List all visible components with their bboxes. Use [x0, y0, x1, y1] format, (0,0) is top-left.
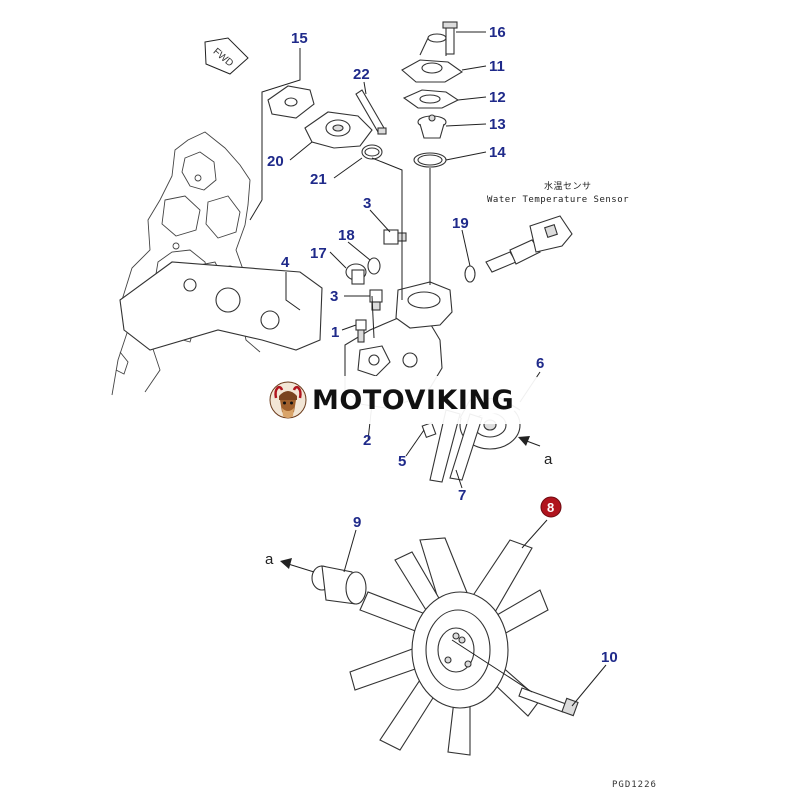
sensor-label-jp: 水温センサ [544, 180, 592, 192]
callout-4: 4 [281, 254, 290, 271]
callout-15: 15 [291, 30, 308, 47]
callout-18: 18 [338, 227, 355, 244]
part-11-cover [401, 33, 464, 83]
part-12-gasket [402, 89, 460, 109]
callout-17: 17 [310, 245, 327, 262]
water-temperature-sensor: 水温センサ Water Temperature Sensor [485, 180, 629, 273]
callout-8: 8 [547, 500, 554, 515]
part-20-housing [304, 111, 373, 149]
callout-3-lower: 3 [330, 288, 338, 305]
part-14-ring [413, 152, 447, 168]
callout-19: 19 [452, 215, 469, 232]
arrow-a-right: a [518, 436, 553, 468]
callout-11: 11 [489, 58, 505, 75]
callout-14: 14 [489, 144, 506, 161]
callout-3-upper: 3 [363, 195, 371, 212]
callout-21: 21 [310, 171, 327, 188]
fwd-arrow-icon: FWD [204, 37, 249, 75]
callout-8-highlight [540, 496, 562, 518]
callout-2: 2 [363, 432, 371, 449]
callout-numbers: 15 16 11 12 13 14 22 20 21 3 18 17 4 3 1… [267, 24, 618, 666]
viking-logo-icon [269, 381, 307, 419]
callout-9: 9 [353, 514, 361, 531]
part-17-plug [345, 263, 367, 285]
watermark-logo: MOTOVIKING [262, 376, 538, 424]
callout-10: 10 [601, 649, 618, 666]
part-10-bolt [518, 687, 579, 717]
part-22-bolt [355, 89, 387, 135]
callout-7: 7 [458, 487, 466, 504]
callout-1: 1 [331, 324, 339, 341]
callout-5: 5 [398, 453, 406, 470]
part-15-gasket [267, 85, 315, 119]
part-8-fan [349, 537, 549, 756]
callout-6: 6 [536, 355, 544, 372]
callout-22: 22 [353, 66, 370, 83]
part-5-bolt [421, 421, 437, 439]
watermark-text: MOTOVIKING [312, 384, 515, 416]
part-4-plate [119, 261, 323, 351]
figure-code: PGD1226 [612, 780, 657, 790]
part-19-washer [464, 265, 476, 283]
part-21-o-ring [361, 144, 383, 160]
part-18-washer [367, 257, 381, 275]
fwd-label: FWD [211, 46, 236, 69]
part-9-spacer [311, 565, 367, 605]
callout-16: 16 [489, 24, 506, 41]
sensor-label-en: Water Temperature Sensor [487, 195, 629, 205]
callout-13: 13 [489, 116, 506, 133]
callout-20: 20 [267, 153, 284, 170]
part-3a-plug [383, 229, 407, 245]
arrow-a-left-label: a [265, 551, 274, 568]
callout-12: 12 [489, 89, 506, 106]
part-13-thermostat [417, 114, 447, 139]
part-1-bolt [355, 319, 367, 343]
arrow-a-left: a [265, 551, 315, 573]
arrow-a-right-label: a [544, 451, 553, 468]
part-16-bolt [442, 21, 458, 55]
